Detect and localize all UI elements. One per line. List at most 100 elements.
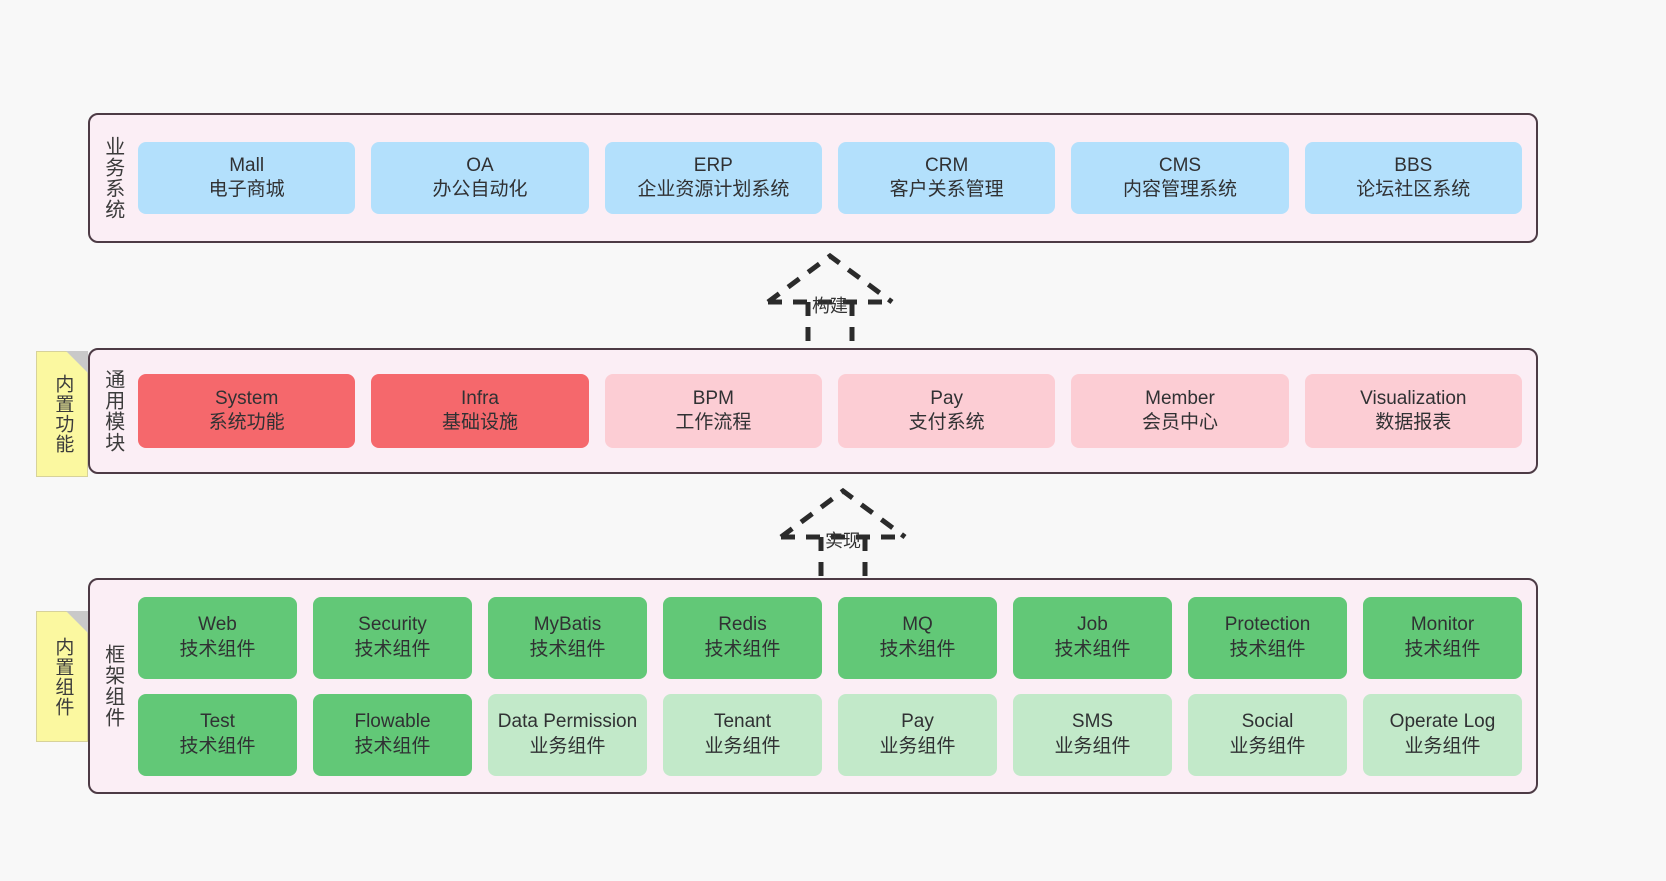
card-title-en: Visualization [1360, 387, 1467, 409]
layer-business-system[interactable]: 业务系统 Mall 电子商城 OA 办公自动化 ERP 企业资源计划系统 CRM… [88, 113, 1538, 243]
card-protection[interactable]: Protection 技术组件 [1188, 596, 1347, 679]
card-title-en: Operate Log [1389, 711, 1496, 733]
card-title-cn: 论坛社区系统 [1356, 179, 1471, 200]
note-label: 内置功能 [52, 374, 74, 454]
card-operate-log[interactable]: Operate Log 业务组件 [1363, 693, 1522, 776]
card-row: Mall 电子商城 OA 办公自动化 ERP 企业资源计划系统 CRM 客户关系… [138, 142, 1522, 214]
card-title-cn: 技术组件 [704, 638, 781, 660]
card-title-en: OA [466, 154, 494, 176]
card-title-cn: 客户关系管理 [889, 179, 1004, 200]
card-crm[interactable]: CRM 客户关系管理 [837, 142, 1056, 214]
card-cms[interactable]: CMS 内容管理系统 [1071, 142, 1289, 214]
connector-label-implement: 实现 [825, 531, 861, 551]
card-title-en: Flowable [354, 711, 431, 733]
card-title-cn: 业务组件 [704, 735, 781, 757]
card-mq[interactable]: MQ 技术组件 [838, 596, 997, 679]
card-erp[interactable]: ERP 企业资源计划系统 [604, 142, 822, 214]
card-title-cn: 企业资源计划系统 [637, 179, 790, 200]
card-sms[interactable]: SMS 业务组件 [1013, 693, 1172, 776]
card-tenant[interactable]: Tenant 业务组件 [663, 693, 822, 776]
card-title-en: Data Permission [497, 711, 638, 733]
card-bbs[interactable]: BBS 论坛社区系统 [1304, 142, 1522, 214]
card-title-cn: 技术组件 [354, 735, 431, 757]
card-title-en: Pay [901, 711, 934, 733]
card-title-en: Monitor [1410, 614, 1475, 636]
card-member[interactable]: Member 会员中心 [1071, 374, 1289, 448]
card-title-cn: 业务组件 [1404, 735, 1481, 757]
layer-title-business: 业务系统 [101, 136, 124, 220]
card-title-en: BBS [1394, 154, 1433, 176]
card-title-en: Infra [460, 387, 499, 409]
card-title-en: SMS [1071, 711, 1114, 733]
card-title-cn: 技术组件 [354, 638, 431, 660]
card-title-cn: 技术组件 [179, 638, 256, 660]
note-builtin-components: 内置组件 [36, 611, 88, 742]
dashed-hollow-arrow-up-icon [779, 487, 907, 585]
card-title-en: BPM [692, 387, 734, 409]
card-job[interactable]: Job 技术组件 [1013, 596, 1172, 679]
card-title-en: Security [358, 614, 427, 636]
card-title-en: MQ [902, 614, 933, 636]
connector-implement: 实现 [763, 487, 963, 585]
layer-common-module[interactable]: 通用模块 System 系统功能 Infra 基础设施 BPM 工作流程 Pay… [88, 348, 1538, 474]
card-title-en: Redis [718, 614, 767, 636]
card-title-en: Tenant [713, 711, 772, 733]
card-redis[interactable]: Redis 技术组件 [663, 596, 822, 679]
layer-title-framework: 框架组件 [101, 644, 124, 728]
card-title-cn: 业务组件 [1229, 735, 1306, 757]
card-bpm[interactable]: BPM 工作流程 [604, 374, 822, 448]
card-title-cn: 支付系统 [908, 412, 985, 433]
card-web[interactable]: Web 技术组件 [138, 596, 297, 679]
card-title-cn: 技术组件 [1054, 638, 1131, 660]
card-oa[interactable]: OA 办公自动化 [371, 142, 589, 214]
card-title-cn: 电子商城 [208, 179, 285, 200]
card-title-cn: 技术组件 [1229, 638, 1306, 660]
note-label: 内置组件 [52, 636, 74, 717]
layer-body-framework: Web 技术组件 Security 技术组件 MyBatis 技术组件 Redi… [134, 580, 1536, 792]
card-mybatis[interactable]: MyBatis 技术组件 [488, 596, 647, 679]
card-title-en: CRM [925, 154, 969, 176]
card-title-cn: 技术组件 [529, 638, 606, 660]
card-title-en: Job [1077, 614, 1108, 636]
layer-body-business: Mall 电子商城 OA 办公自动化 ERP 企业资源计划系统 CRM 客户关系… [134, 115, 1536, 241]
card-title-en: Social [1241, 711, 1294, 733]
connector-build: 构建 [750, 252, 950, 350]
card-title-en: Web [198, 614, 237, 636]
card-title-cn: 工作流程 [675, 412, 752, 433]
card-data-permission[interactable]: Data Permission 业务组件 [488, 693, 647, 776]
card-title-cn: 办公自动化 [432, 179, 528, 200]
card-infra[interactable]: Infra 基础设施 [371, 374, 589, 448]
card-title-en: Protection [1224, 614, 1311, 636]
card-title-en: ERP [693, 154, 733, 176]
card-social[interactable]: Social 业务组件 [1188, 693, 1347, 776]
card-row: Web 技术组件 Security 技术组件 MyBatis 技术组件 Redi… [138, 596, 1522, 679]
card-title-en: Test [200, 711, 235, 733]
card-title-en: MyBatis [533, 614, 602, 636]
card-title-cn: 数据报表 [1375, 412, 1452, 433]
card-pay-business[interactable]: Pay 业务组件 [838, 693, 997, 776]
connector-label-build: 构建 [812, 296, 848, 316]
card-row: System 系统功能 Infra 基础设施 BPM 工作流程 Pay 支付系统… [138, 374, 1522, 448]
card-visualization[interactable]: Visualization 数据报表 [1304, 374, 1522, 448]
note-builtin-features: 内置功能 [36, 351, 88, 477]
card-title-en: System [214, 387, 279, 409]
card-pay[interactable]: Pay 支付系统 [837, 374, 1056, 448]
card-title-cn: 技术组件 [179, 735, 256, 757]
card-system[interactable]: System 系统功能 [138, 374, 356, 448]
card-title-en: Mall [229, 154, 265, 176]
card-title-en: Pay [930, 387, 964, 409]
card-title-cn: 业务组件 [529, 735, 606, 757]
card-title-cn: 业务组件 [879, 735, 956, 757]
card-title-cn: 会员中心 [1141, 412, 1218, 433]
card-security[interactable]: Security 技术组件 [313, 596, 472, 679]
card-test[interactable]: Test 技术组件 [138, 693, 297, 776]
card-flowable[interactable]: Flowable 技术组件 [313, 693, 472, 776]
card-title-cn: 技术组件 [1404, 638, 1481, 660]
layer-framework-component[interactable]: 框架组件 Web 技术组件 Security 技术组件 MyBatis 技术组件… [88, 578, 1538, 794]
card-monitor[interactable]: Monitor 技术组件 [1363, 596, 1522, 679]
card-title-cn: 内容管理系统 [1122, 179, 1237, 200]
card-title-cn: 基础设施 [441, 412, 518, 433]
card-title-cn: 系统功能 [208, 412, 285, 433]
card-mall[interactable]: Mall 电子商城 [138, 142, 356, 214]
